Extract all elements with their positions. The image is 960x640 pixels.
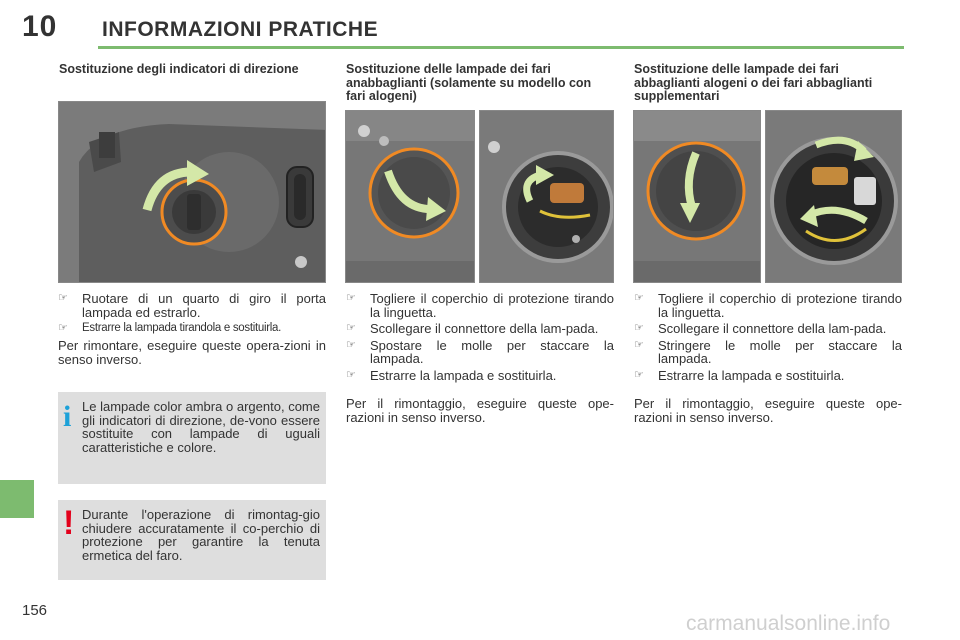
col3-step: ☞Togliere il coperchio di protezione tir…	[634, 291, 902, 320]
col3-step: ☞Estrarre la lampada e sostituirla.	[634, 367, 845, 383]
col3-note: Per il rimontaggio, eseguire queste ope-…	[634, 396, 902, 425]
col1-title: Sostituzione degli indicatori di direzio…	[59, 62, 299, 76]
pointing-hand-icon: ☞	[346, 368, 356, 381]
col3-step: ☞Scollegare il connettore della lam-pada…	[634, 321, 887, 336]
high-beam-cover-photo	[633, 110, 761, 283]
turn-signal-photo	[58, 101, 326, 283]
col1-step: ☞Estrarre la lampada tirandola e sostitu…	[58, 322, 282, 334]
warning-icon: !	[63, 504, 75, 542]
col3-step: ☞Stringere le molle per staccare la lamp…	[634, 337, 902, 366]
col1-step: ☞Ruotare di un quarto di giro il porta l…	[58, 291, 326, 320]
info-text: Le lampade color ambra o argento, come g…	[82, 399, 320, 455]
col3-steps: ☞Togliere il coperchio di protezione tir…	[634, 292, 902, 385]
info-icon: i	[63, 400, 72, 433]
col2-step: ☞Estrarre la lampada e sostituirla.	[346, 367, 557, 383]
col2-step: ☞Togliere il coperchio di protezione tir…	[346, 291, 614, 320]
page-number: 156	[22, 602, 48, 619]
col2-step: ☞Scollegare il connettore della lam-pada…	[346, 321, 599, 336]
high-beam-bulb-photo	[765, 110, 902, 283]
chapter-title: INFORMAZIONI PRATICHE	[102, 18, 379, 41]
col2-note: Per il rimontaggio, eseguire queste ope-…	[346, 396, 614, 425]
pointing-hand-icon: ☞	[346, 338, 356, 351]
warning-box: ! Durante l'operazione di rimontag-gio c…	[58, 500, 326, 580]
info-box: i Le lampade color ambra o argento, come…	[58, 392, 326, 484]
warning-text: Durante l'operazione di rimontag-gio chi…	[82, 507, 320, 563]
header-rule	[98, 46, 904, 49]
chapter-number: 10	[22, 10, 58, 43]
pointing-hand-icon: ☞	[58, 322, 68, 334]
col2-step: ☞Spostare le molle per staccare la lampa…	[346, 337, 614, 366]
pointing-hand-icon: ☞	[634, 368, 644, 381]
chapter-side-tab	[0, 480, 34, 518]
col1-steps: ☞Ruotare di un quarto di giro il porta l…	[58, 292, 326, 339]
watermark: carmanualsonline.info	[686, 612, 891, 635]
pointing-hand-icon: ☞	[346, 292, 356, 304]
low-beam-cover-photo	[345, 110, 475, 283]
pointing-hand-icon: ☞	[634, 338, 644, 351]
col3-title: Sostituzione delle lampade dei fari abba…	[634, 62, 873, 103]
col1-note: Per rimontare, eseguire queste opera-zio…	[58, 338, 326, 367]
pointing-hand-icon: ☞	[634, 322, 644, 334]
col2-steps: ☞Togliere il coperchio di protezione tir…	[346, 292, 614, 385]
pointing-hand-icon: ☞	[346, 322, 356, 334]
low-beam-bulb-photo	[479, 110, 614, 283]
col2-title: Sostituzione delle lampade dei fari anab…	[346, 62, 592, 103]
pointing-hand-icon: ☞	[58, 292, 68, 304]
pointing-hand-icon: ☞	[634, 292, 644, 304]
